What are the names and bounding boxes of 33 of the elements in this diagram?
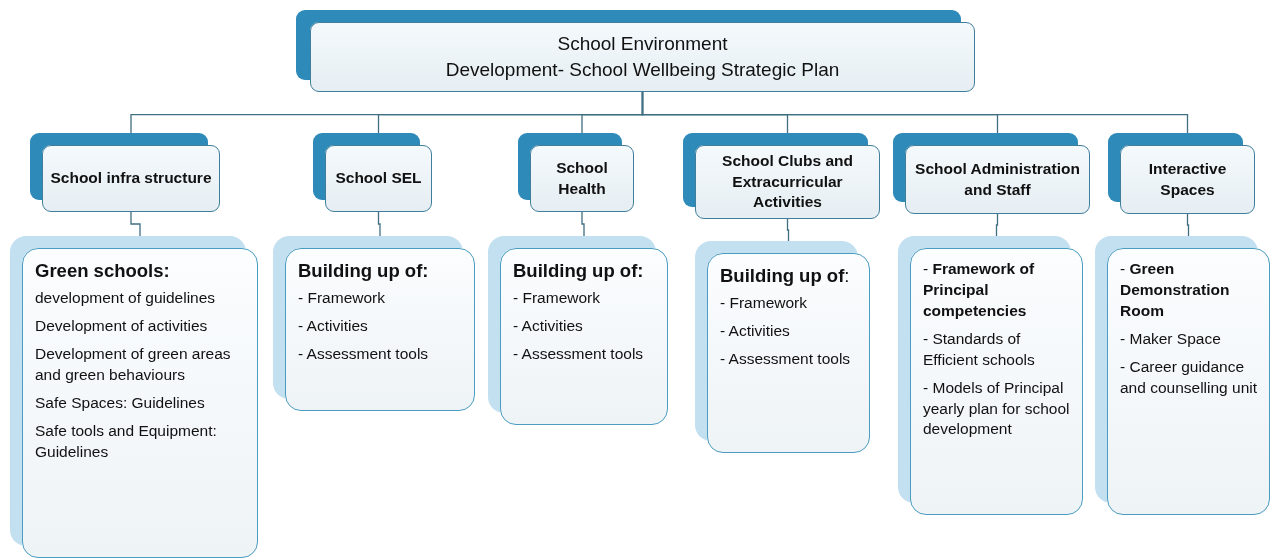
card-heading: - Framework of Principal competencies (923, 259, 1036, 321)
category-label: Interactive Spaces (1147, 158, 1228, 200)
card-heading: Building up of: (513, 259, 645, 283)
detail-text: Development of green areas and green behaviours (35, 343, 232, 385)
detail-text: - Assessment tools (720, 348, 852, 369)
category-label: School SEL (335, 168, 422, 189)
detail-text: development of guidelines (35, 287, 217, 308)
detail-text: - Career guidance and counselling unit (1120, 356, 1259, 398)
detail-text: - Maker Space (1120, 328, 1222, 349)
detail-text: - Models of Principal yearly plan for school development (923, 377, 1071, 440)
detail-text: - Activities (720, 320, 791, 341)
category-label: School Administration and Staff (914, 158, 1081, 200)
detail-text: - Assessment tools (298, 343, 430, 364)
category-label: School Clubs and Extracurricular Activities (721, 150, 854, 213)
connector-line (641, 91, 1189, 134)
detail-text: - Framework (720, 292, 808, 313)
detail-text: Safe Spaces: Guidelines (35, 392, 206, 413)
category-label: School infra structure (50, 168, 212, 189)
detail-text: - Activities (513, 315, 584, 336)
detail-text: - Standards of Efficient schools (923, 328, 1036, 370)
card-heading: Building up of: (720, 264, 851, 288)
detail-text: - Framework (513, 287, 601, 308)
card-heading: Building up of: (298, 259, 430, 283)
card-heading: Green schools: (35, 259, 171, 283)
title-text: School Environment (557, 32, 728, 57)
detail-text: - Activities (298, 315, 369, 336)
category-label: School Health (555, 157, 609, 199)
detail-text: - Assessment tools (513, 343, 645, 364)
detail-text: - Framework (298, 287, 386, 308)
detail-text: Development of activities (35, 315, 209, 336)
title-text: Development- School Wellbeing Strategic Plan (445, 58, 840, 82)
detail-text: Safe tools and Equipment: Guidelines (35, 420, 218, 462)
card-heading: - Green Demonstration Room (1120, 259, 1231, 321)
